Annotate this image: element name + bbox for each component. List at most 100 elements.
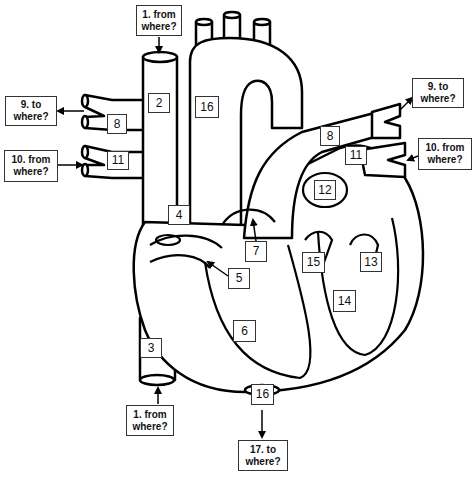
valve-line bbox=[150, 255, 210, 268]
vessel-end bbox=[82, 164, 88, 176]
pointer-arrow bbox=[400, 98, 412, 110]
mitral-leaflet bbox=[305, 232, 332, 268]
septum bbox=[205, 245, 310, 378]
pulmonary-artery-left bbox=[85, 95, 145, 130]
callout-text: 16 bbox=[256, 388, 269, 401]
pulmonary-trunk bbox=[244, 112, 378, 238]
question-box: 9. to where? bbox=[5, 96, 57, 126]
pointer-arrow bbox=[261, 410, 263, 437]
text-stack: 5 bbox=[236, 272, 243, 285]
pulmonary-artery-right bbox=[372, 104, 400, 138]
pulmonary-vein-left bbox=[85, 146, 145, 178]
callout-number: 11 bbox=[107, 151, 129, 170]
callout-text: 11 bbox=[350, 149, 362, 162]
callout-text: 7 bbox=[253, 245, 260, 258]
text-stack: 2 bbox=[156, 97, 163, 110]
text-stack: 8 bbox=[114, 118, 121, 131]
pointer-arrow bbox=[408, 156, 418, 160]
callout-number: 5 bbox=[228, 268, 250, 289]
coronary-sinus bbox=[156, 235, 180, 245]
callout-number: 14 bbox=[333, 290, 356, 312]
pointer-arrow bbox=[58, 164, 82, 166]
callout-text: 15 bbox=[307, 256, 320, 269]
callout-number: 12 bbox=[314, 180, 336, 200]
text-stack: 9. to where? bbox=[414, 81, 462, 105]
callout-number: 8 bbox=[320, 126, 340, 146]
callout-number: 16 bbox=[195, 96, 219, 118]
text-stack: 1. from where? bbox=[128, 409, 172, 433]
callout-number: 7 bbox=[245, 241, 267, 262]
text-stack: 8 bbox=[327, 130, 334, 143]
vessel-end bbox=[82, 146, 88, 158]
question-text: 10. from where? bbox=[6, 154, 56, 178]
text-stack: 14 bbox=[338, 295, 351, 308]
callout-text: 8 bbox=[114, 118, 121, 131]
callout-number: 16 bbox=[251, 384, 274, 405]
callout-text: 5 bbox=[236, 272, 243, 285]
callout-number: 6 bbox=[233, 320, 256, 342]
pointer-arrow bbox=[157, 388, 159, 404]
left-atrium bbox=[303, 173, 347, 207]
callout-text: 8 bbox=[327, 130, 334, 143]
text-stack: 15 bbox=[307, 256, 320, 269]
text-stack: 7 bbox=[253, 245, 260, 258]
text-stack: 10. from where? bbox=[420, 142, 470, 166]
callout-number: 11 bbox=[345, 146, 367, 165]
vessel-end bbox=[140, 375, 174, 385]
vessel-end bbox=[254, 19, 270, 25]
question-box: 10. from where? bbox=[4, 150, 58, 182]
callout-text: 4 bbox=[176, 209, 183, 222]
pointer-arrow bbox=[58, 110, 84, 112]
question-box: 17. to where? bbox=[238, 440, 288, 471]
vessel-end bbox=[224, 12, 240, 18]
callout-number: 8 bbox=[107, 114, 127, 134]
text-stack: 4 bbox=[176, 209, 183, 222]
pointer-arrow bbox=[253, 220, 256, 241]
question-box: 1. from where? bbox=[136, 5, 182, 36]
question-text: 17. to where? bbox=[240, 444, 286, 468]
callout-text: 2 bbox=[156, 97, 163, 110]
text-stack: 16 bbox=[256, 388, 269, 401]
callout-text: 3 bbox=[148, 342, 155, 355]
vessel-end bbox=[82, 95, 88, 107]
question-text: 9. to where? bbox=[414, 81, 462, 105]
question-text: 1. from where? bbox=[128, 409, 172, 433]
callout-text: 11 bbox=[112, 154, 124, 167]
text-stack: 13 bbox=[364, 256, 377, 269]
question-box: 9. to where? bbox=[412, 78, 464, 108]
vessel-end bbox=[82, 116, 88, 128]
text-stack: 12 bbox=[318, 184, 331, 197]
callout-number: 3 bbox=[140, 338, 162, 358]
text-stack: 3 bbox=[148, 342, 155, 355]
vessel-end bbox=[143, 52, 177, 62]
question-text: 9. to where? bbox=[7, 99, 55, 123]
callout-number: 15 bbox=[302, 252, 325, 273]
tricuspid-line bbox=[150, 236, 222, 248]
callout-number: 4 bbox=[168, 205, 190, 225]
question-text: 10. from where? bbox=[420, 142, 470, 166]
pointer-arrow bbox=[208, 262, 228, 276]
text-stack: 9. to where? bbox=[7, 99, 55, 123]
text-stack: 10. from where? bbox=[6, 154, 56, 178]
callout-number: 2 bbox=[148, 93, 170, 113]
callout-text: 13 bbox=[364, 256, 377, 269]
callout-text: 14 bbox=[338, 295, 351, 308]
text-stack: 11 bbox=[112, 154, 124, 167]
question-box: 1. from where? bbox=[126, 405, 174, 436]
callout-text: 6 bbox=[241, 325, 248, 338]
question-box: 10. from where? bbox=[418, 138, 472, 170]
pulmonary-valve bbox=[222, 210, 275, 225]
text-stack: 6 bbox=[241, 325, 248, 338]
vessel-end bbox=[196, 19, 212, 25]
question-text: 1. from where? bbox=[138, 9, 180, 33]
text-stack: 11 bbox=[350, 149, 362, 162]
text-stack: 17. to where? bbox=[240, 444, 286, 468]
text-stack: 1. from where? bbox=[138, 9, 180, 33]
pointer-arrow bbox=[158, 37, 160, 52]
text-stack: 16 bbox=[200, 101, 213, 114]
callout-number: 13 bbox=[360, 252, 382, 272]
callout-text: 16 bbox=[200, 101, 213, 114]
callout-text: 12 bbox=[318, 184, 331, 197]
